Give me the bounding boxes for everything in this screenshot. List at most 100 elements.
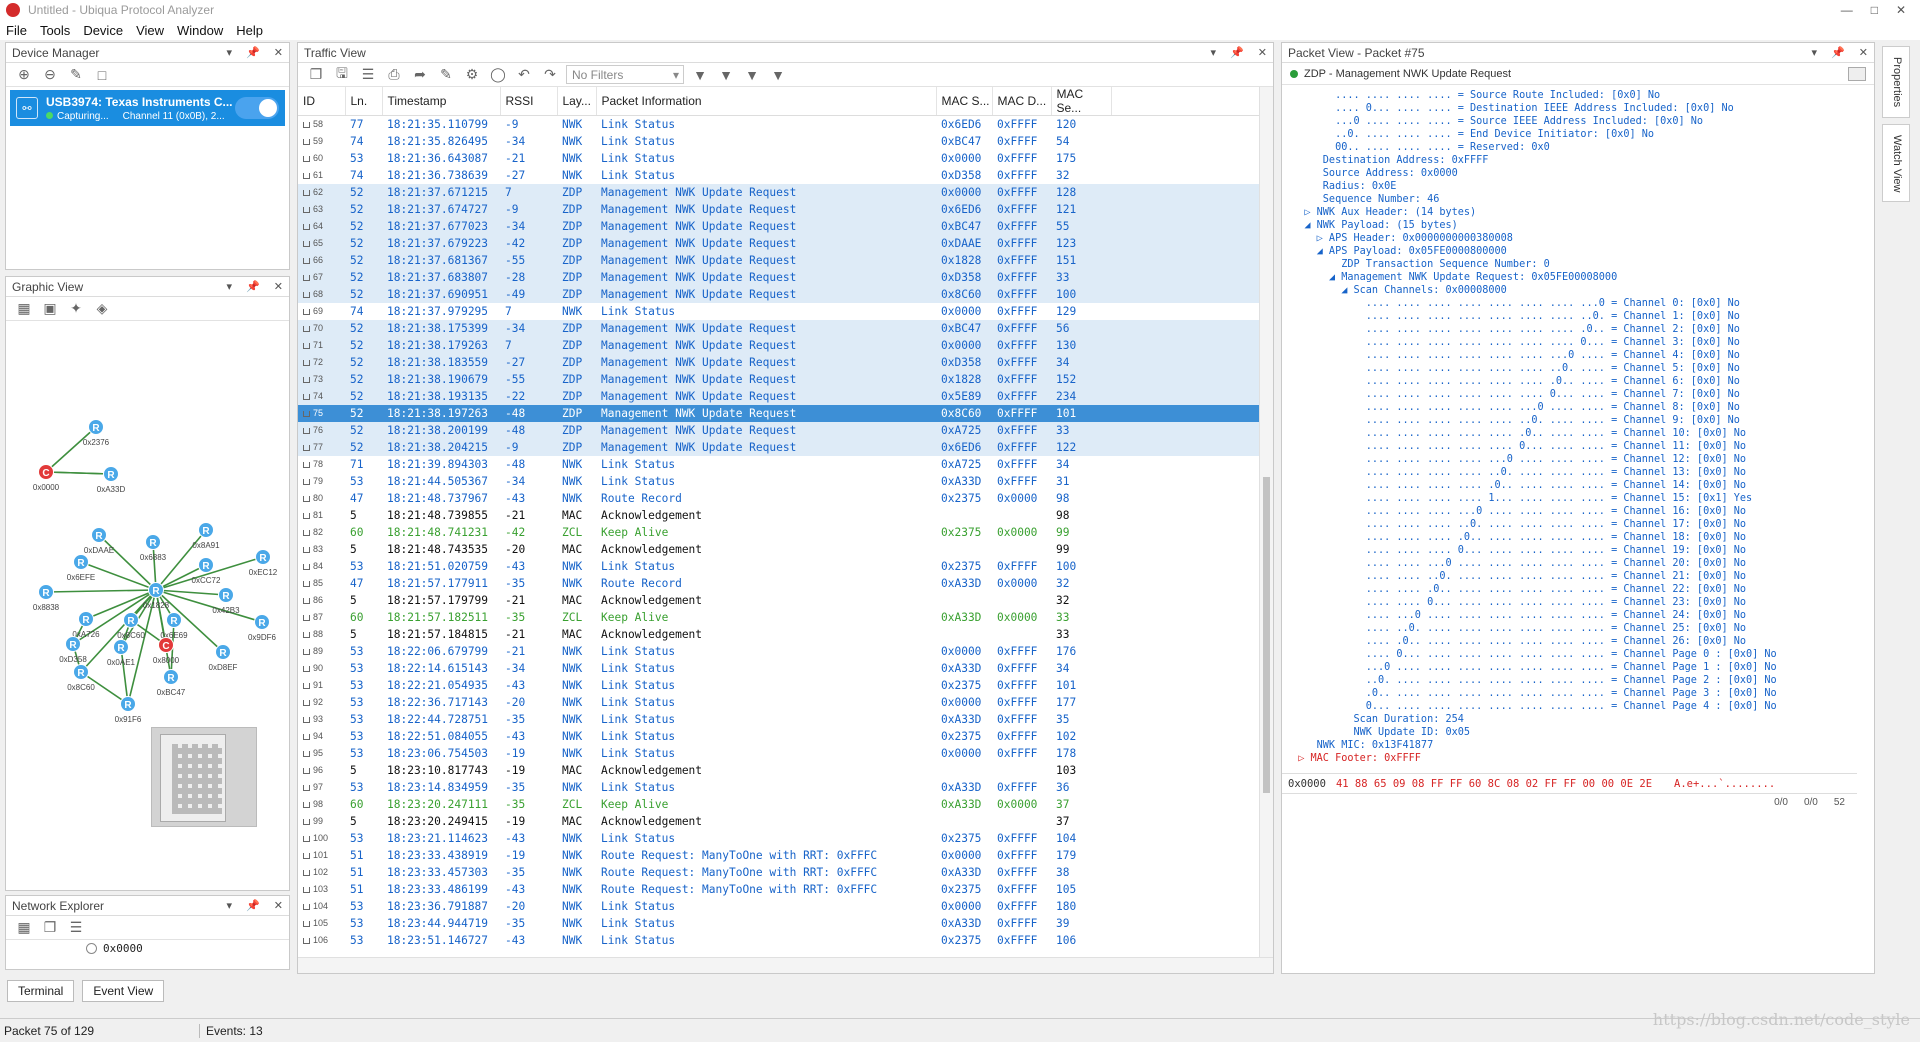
tab-event-view[interactable]: Event View (82, 980, 165, 1002)
menu-file[interactable]: File (6, 22, 27, 38)
tree-line[interactable]: ▷ APS Header: 0x0000000000380008 (1286, 233, 1513, 244)
tree-line[interactable]: ▷ NWK Aux Header: (14 bytes) (1286, 207, 1477, 218)
pin-icon[interactable]: 📌 (246, 900, 260, 912)
tree-line[interactable]: ..0. .... .... .... .... .... .... .... … (1286, 675, 1777, 686)
fit-icon[interactable]: ▣ (43, 300, 57, 316)
tree-line[interactable]: .... .0.. .... .... .... .... .... .... … (1286, 636, 1747, 647)
copy-icon[interactable]: ❐ (43, 919, 57, 935)
tree-line[interactable]: .... .... .... .... .... ...0 .... .... … (1286, 402, 1740, 413)
tree-icon[interactable]: ☰ (69, 919, 83, 935)
list-icon[interactable]: ☰ (361, 66, 375, 82)
tree-line[interactable]: ZDP Transaction Sequence Number: 0 (1286, 259, 1550, 270)
panel-menu-icon[interactable]: ▾ (1811, 47, 1818, 59)
scrollbar-thumb[interactable] (1263, 477, 1270, 793)
tree-line[interactable]: .... .... ..0. .... .... .... .... .... … (1286, 571, 1747, 582)
panel-close-icon[interactable]: ✕ (1858, 47, 1868, 59)
tree-line[interactable]: ◢ Management NWK Update Request: 0x05FE0… (1286, 272, 1618, 283)
column-rssi[interactable]: RSSI (500, 87, 558, 116)
tree-line[interactable]: .... ..0. .... .... .... .... .... .... … (1286, 623, 1747, 634)
tree-line[interactable]: .... .... .... .... .... 0... .... .... … (1286, 441, 1747, 452)
hex-dump-row[interactable]: 0x0000 41 88 65 09 08 FF FF 60 8C 08 02 … (1282, 773, 1857, 793)
pin-icon[interactable]: 📌 (246, 47, 260, 59)
panel-menu-icon[interactable]: ▾ (226, 900, 233, 912)
explorer-item[interactable]: 0x0000 (6, 940, 289, 955)
tree-line[interactable]: .... .... .... .... .... .... .... 0... … (1286, 337, 1740, 348)
filter-select[interactable]: No Filters▾ (566, 65, 684, 84)
reply-icon[interactable]: ↶ (518, 66, 530, 82)
tree-line[interactable]: .... .... .... .... .... .... 0... .... … (1286, 389, 1740, 400)
menu-tools[interactable]: Tools (39, 22, 71, 38)
tree-line[interactable]: .... .... .... .... .... .... .0.. .... … (1286, 376, 1740, 387)
tree-line[interactable]: .0.. .... .... .... .... .... .... .... … (1286, 688, 1777, 699)
tree-line[interactable]: .... .... .... .... .... .... .... ...0 … (1286, 298, 1740, 309)
tree-line[interactable]: ◢ Scan Channels: 0x00008000 (1286, 285, 1507, 296)
traffic-vertical-scrollbar[interactable] (1259, 87, 1273, 957)
forward-icon[interactable]: ↷ (544, 66, 556, 82)
tree-line[interactable]: ...0 .... .... .... .... .... .... .... … (1286, 662, 1777, 673)
column-length[interactable]: Ln. (345, 87, 383, 116)
tree-line[interactable]: .... .... .... .... ..0. .... .... .... … (1286, 467, 1747, 478)
column-mac-seq[interactable]: MAC Se... (1051, 87, 1112, 116)
remove-device-icon[interactable]: ⊖ (44, 66, 56, 82)
pin-icon[interactable]: 📌 (246, 281, 260, 293)
tree-line[interactable]: .... 0... .... .... .... .... .... .... … (1286, 649, 1777, 660)
menu-view[interactable]: View (136, 22, 165, 38)
clear-filter-icon[interactable]: ▼ (771, 66, 785, 83)
tree-line[interactable]: .... .... .... 0... .... .... .... .... … (1286, 545, 1747, 556)
tree-line[interactable]: .... .... ...0 .... .... .... .... .... … (1286, 558, 1747, 569)
tree-line[interactable]: 0... .... .... .... .... .... .... .... … (1286, 701, 1777, 712)
share-icon[interactable]: ➦ (414, 66, 426, 82)
tree-line[interactable]: ▷ MAC Footer: 0xFFFF (1286, 753, 1421, 764)
tree-line[interactable]: ...0 .... .... .... = Source IEEE Addres… (1286, 116, 1704, 127)
minimize-button[interactable]: — (1840, 3, 1853, 17)
comment-icon[interactable]: ◯ (490, 66, 506, 82)
save-icon[interactable]: 🖫 (336, 64, 348, 81)
edit-filter-icon[interactable]: ▼ (745, 66, 759, 83)
tree-line[interactable]: .... .... .0.. .... .... .... .... .... … (1286, 584, 1747, 595)
column-packet-info[interactable]: Packet Information (596, 87, 937, 116)
tree-line[interactable]: .... .... .... .... .... ..0. .... .... … (1286, 415, 1740, 426)
pin-icon[interactable]: 📌 (1230, 47, 1244, 59)
settings-icon[interactable]: ⚙ (465, 66, 479, 82)
tree-line[interactable]: Scan Duration: 254 (1286, 714, 1464, 725)
column-layer[interactable]: Lay... (557, 87, 597, 116)
tree-line[interactable]: .... .... .... .... .... .... ..0. .... … (1286, 363, 1740, 374)
layers-icon[interactable]: ◈ (96, 300, 108, 316)
tree-line[interactable]: .... .... .... .0.. .... .... .... .... … (1286, 532, 1747, 543)
tree-line[interactable]: .... .... .... .... ...0 .... .... .... … (1286, 454, 1747, 465)
tree-line[interactable]: NWK MIC: 0x13F41877 (1286, 740, 1434, 751)
column-mac-dest[interactable]: MAC D... (992, 87, 1052, 116)
menu-help[interactable]: Help (236, 22, 264, 38)
tree-line[interactable]: .... .... .... .... .... .... .... .0.. … (1286, 324, 1740, 335)
traffic-horizontal-scrollbar[interactable] (298, 957, 1273, 973)
